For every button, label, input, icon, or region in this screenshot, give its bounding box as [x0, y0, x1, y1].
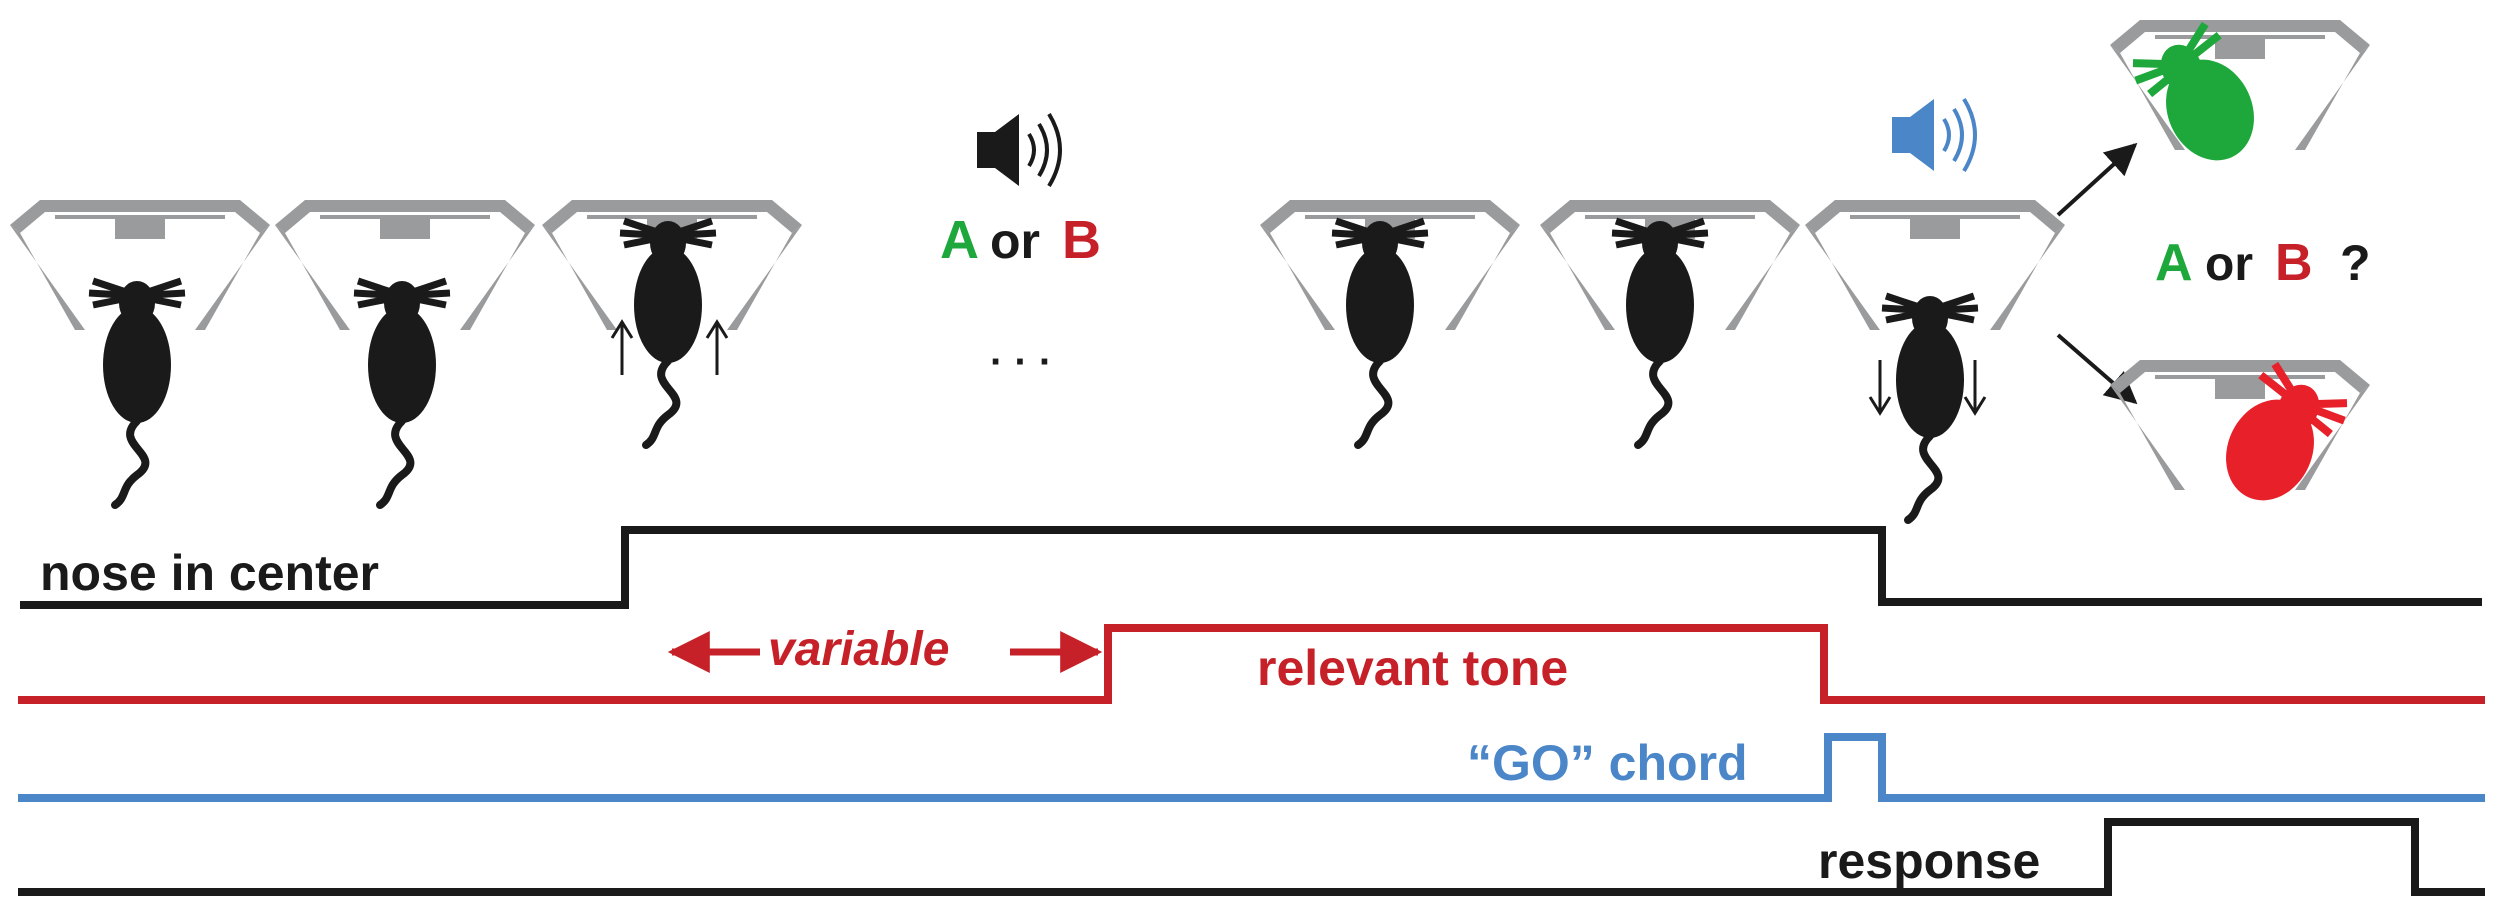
arrow-down-icon — [1868, 360, 1987, 416]
trace-response — [18, 818, 2485, 896]
arrow-up-icon — [610, 319, 729, 375]
mouse-icon — [1882, 296, 1978, 520]
arrow-icon — [2056, 142, 2138, 217]
ellipsis: · · · — [990, 340, 1052, 384]
speaker-icon — [975, 112, 1062, 188]
mouse-icon — [620, 221, 716, 445]
trace-go-chord — [18, 733, 2485, 802]
label-variable: variable — [768, 623, 949, 676]
tone-label-a: A — [940, 210, 979, 270]
choice-label-a: A — [2155, 234, 2193, 292]
label-relevant-tone: relevant tone — [1257, 640, 1568, 696]
label-nose-in-center: nose in center — [40, 545, 379, 601]
trace-nose-in-center — [20, 526, 2482, 609]
choice-label-or: or — [2205, 238, 2253, 291]
mouse-icon — [1612, 221, 1708, 445]
mouse-icon — [354, 281, 450, 505]
red-mouse-icon — [2226, 361, 2348, 501]
label-go-chord: “GO” chord — [1467, 735, 1748, 791]
tone-label-b: B — [1062, 210, 1101, 270]
choice-label-b: B — [2275, 234, 2313, 292]
trace-relevant-tone — [18, 624, 2485, 704]
mouse-icon — [1332, 221, 1428, 445]
mouse-icon — [89, 281, 185, 505]
choice-label-question: ? — [2340, 235, 2371, 291]
tone-label-or: or — [990, 213, 1040, 269]
label-response: response — [1818, 833, 2040, 889]
arrow-icon — [2056, 333, 2138, 405]
speaker-blue-icon — [1890, 97, 1977, 173]
green-mouse-icon — [2132, 21, 2254, 161]
